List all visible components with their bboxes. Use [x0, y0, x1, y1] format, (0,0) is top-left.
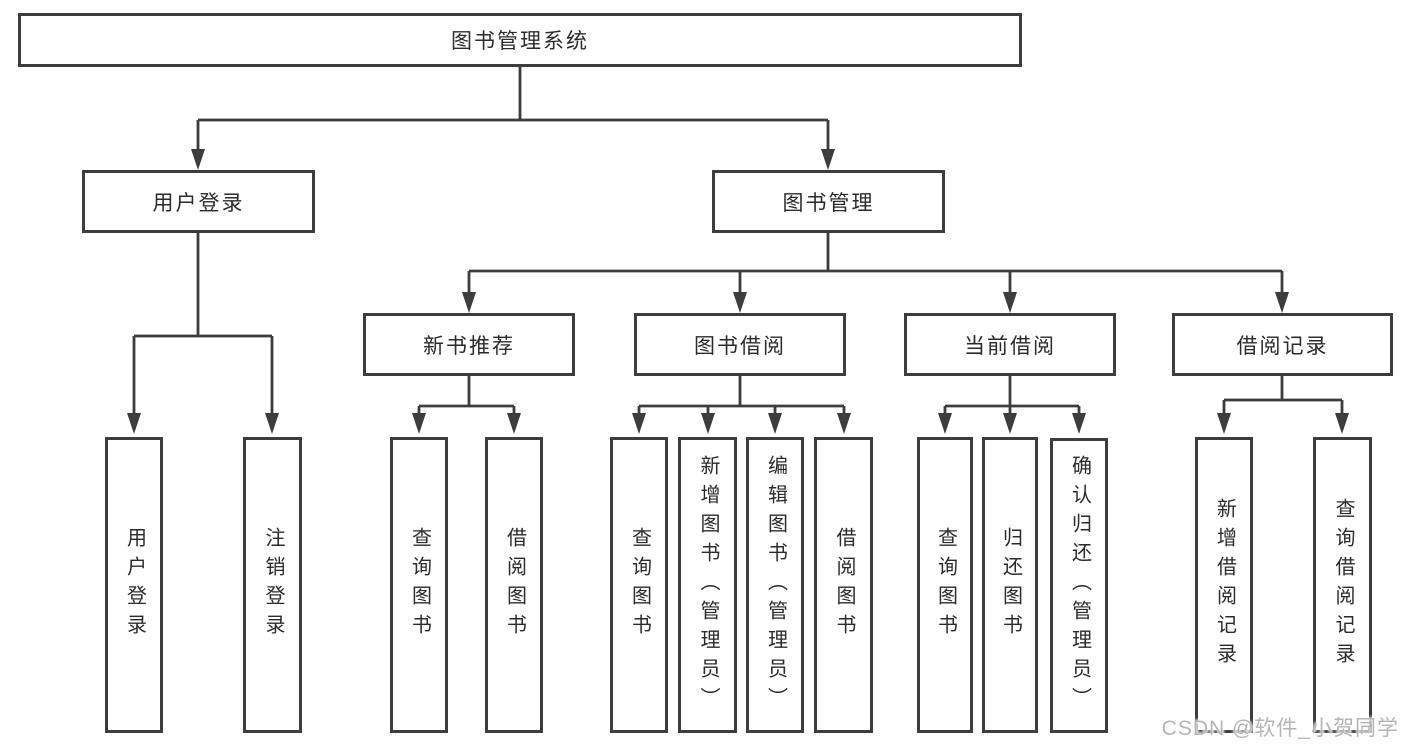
- leaf-label: 查询图书: [628, 527, 651, 643]
- leaf-query-books-1: 查询图书: [390, 437, 448, 733]
- leaf-query-books-2: 查询图书: [610, 437, 668, 733]
- leaf-add-book-admin: 新增图书（管理员）: [678, 437, 737, 733]
- node-new-book-recommend: 新书推荐: [363, 313, 575, 376]
- leaf-borrow-books-2: 借阅图书: [814, 437, 873, 733]
- leaf-user-login: 用户登录: [105, 437, 163, 733]
- leaf-label: 借阅图书: [503, 527, 526, 643]
- leaf-add-borrow-record: 新增借阅记录: [1195, 437, 1253, 733]
- leaf-return-books: 归还图书: [982, 437, 1038, 733]
- node-user-login: 用户登录: [82, 170, 315, 233]
- leaf-label: 编辑图书（管理员）: [764, 454, 787, 716]
- leaf-label: 归还图书: [999, 527, 1022, 643]
- leaf-label: 用户登录: [123, 527, 146, 643]
- watermark: CSDN @软件_小贺同学: [1161, 717, 1399, 740]
- leaf-edit-book-admin: 编辑图书（管理员）: [746, 437, 804, 733]
- leaf-label: 新增图书（管理员）: [697, 454, 719, 716]
- leaf-label: 注销登录: [262, 527, 284, 643]
- leaf-query-books-3: 查询图书: [917, 437, 973, 733]
- leaf-label: 借阅图书: [833, 527, 855, 643]
- leaf-query-borrow-record: 查询借阅记录: [1313, 437, 1372, 733]
- node-book-borrowing: 图书借阅: [634, 313, 846, 376]
- node-root: 图书管理系统: [18, 13, 1022, 67]
- node-current-borrowing: 当前借阅: [904, 313, 1116, 376]
- leaf-label: 确认归还（管理员）: [1068, 455, 1091, 716]
- leaf-borrow-books-1: 借阅图书: [485, 437, 543, 733]
- leaf-label: 新增借阅记录: [1213, 498, 1236, 672]
- node-book-management: 图书管理: [712, 170, 945, 233]
- leaf-label: 查询图书: [934, 527, 957, 643]
- leaf-confirm-return-admin: 确认归还（管理员）: [1050, 438, 1108, 733]
- leaf-label: 查询图书: [408, 527, 431, 643]
- node-borrowing-records: 借阅记录: [1172, 313, 1393, 376]
- leaf-logout: 注销登录: [243, 437, 302, 733]
- leaf-label: 查询借阅记录: [1332, 498, 1354, 672]
